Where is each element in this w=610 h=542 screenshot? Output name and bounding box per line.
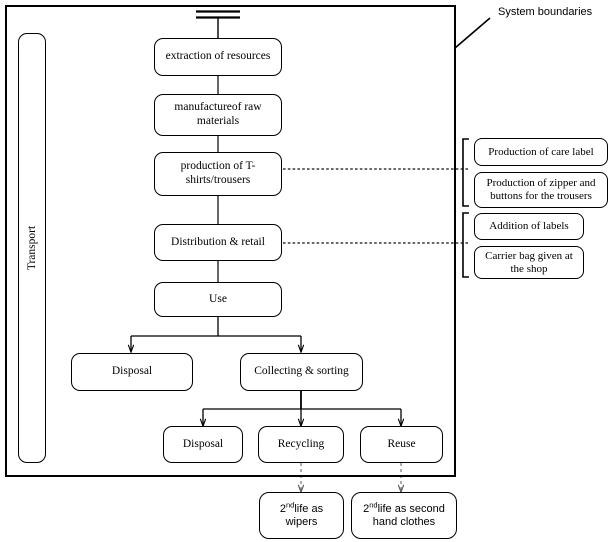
- node-recycling[interactable]: Recycling: [258, 426, 344, 463]
- node-disposal-from-use[interactable]: Disposal: [71, 353, 193, 391]
- node-label: Recycling: [277, 437, 325, 450]
- node-extraction-of-resources[interactable]: extraction of resources: [154, 38, 282, 76]
- transport-label: Transport: [26, 225, 38, 271]
- node-carrier-bag-at-shop[interactable]: Carrier bag given at the shop: [474, 246, 584, 279]
- node-label: Addition of labels: [489, 220, 569, 233]
- node-distribution-retail[interactable]: Distribution & retail: [154, 224, 282, 261]
- node-collecting-sorting[interactable]: Collecting & sorting: [240, 353, 363, 391]
- node-label: Reuse: [387, 437, 416, 450]
- bracket-group-1: [462, 138, 469, 207]
- node-label: Collecting & sorting: [254, 365, 349, 378]
- node-label: 2ndlife as wipers: [260, 499, 343, 529]
- system-boundary-rect: [5, 5, 456, 477]
- node-production-care-label[interactable]: Production of care label: [474, 138, 608, 166]
- node-second-life-wipers[interactable]: 2ndlife as wipers: [259, 492, 344, 539]
- node-second-life-second-hand-clothes[interactable]: 2ndlife as second hand clothes: [351, 492, 457, 539]
- node-label-rest: life as second hand clothes: [372, 502, 445, 528]
- node-label: manufactureof raw materials: [174, 101, 262, 127]
- node-addition-of-labels[interactable]: Addition of labels: [474, 213, 584, 240]
- node-production-tshirts-trousers[interactable]: production of T-shirts/trousers: [154, 152, 282, 196]
- system-boundaries-leader: [454, 17, 491, 49]
- node-label: extraction of resources: [165, 50, 271, 63]
- node-label-prefix: 2: [363, 502, 370, 515]
- node-label: Use: [209, 292, 227, 305]
- bracket-group-2: [462, 212, 469, 278]
- node-manufacture-raw-materials[interactable]: manufactureof raw materials: [154, 94, 282, 136]
- node-label: 2ndlife as second hand clothes: [352, 499, 456, 529]
- node-label: Production of care label: [488, 145, 594, 158]
- node-label-prefix: 2: [279, 502, 287, 515]
- node-label: Carrier bag given at the shop: [485, 249, 573, 275]
- node-label: Disposal: [111, 365, 153, 378]
- node-label: production of T-shirts/trousers: [180, 160, 256, 186]
- node-production-zipper-buttons[interactable]: Production of zipper and buttons for the…: [474, 172, 608, 208]
- node-label: Production of zipper and buttons for the…: [486, 177, 596, 202]
- node-reuse[interactable]: Reuse: [360, 426, 443, 463]
- node-label-rest: life as wipers: [285, 502, 324, 528]
- node-disposal-from-sorting[interactable]: Disposal: [163, 426, 243, 463]
- node-use[interactable]: Use: [154, 282, 282, 317]
- node-label-superscript: nd: [369, 499, 378, 509]
- transport-box: Transport: [18, 33, 46, 463]
- node-label: Disposal: [182, 437, 224, 450]
- node-label-superscript: nd: [286, 499, 295, 509]
- node-label: Distribution & retail: [171, 235, 265, 248]
- system-boundaries-label: System boundaries: [498, 6, 593, 18]
